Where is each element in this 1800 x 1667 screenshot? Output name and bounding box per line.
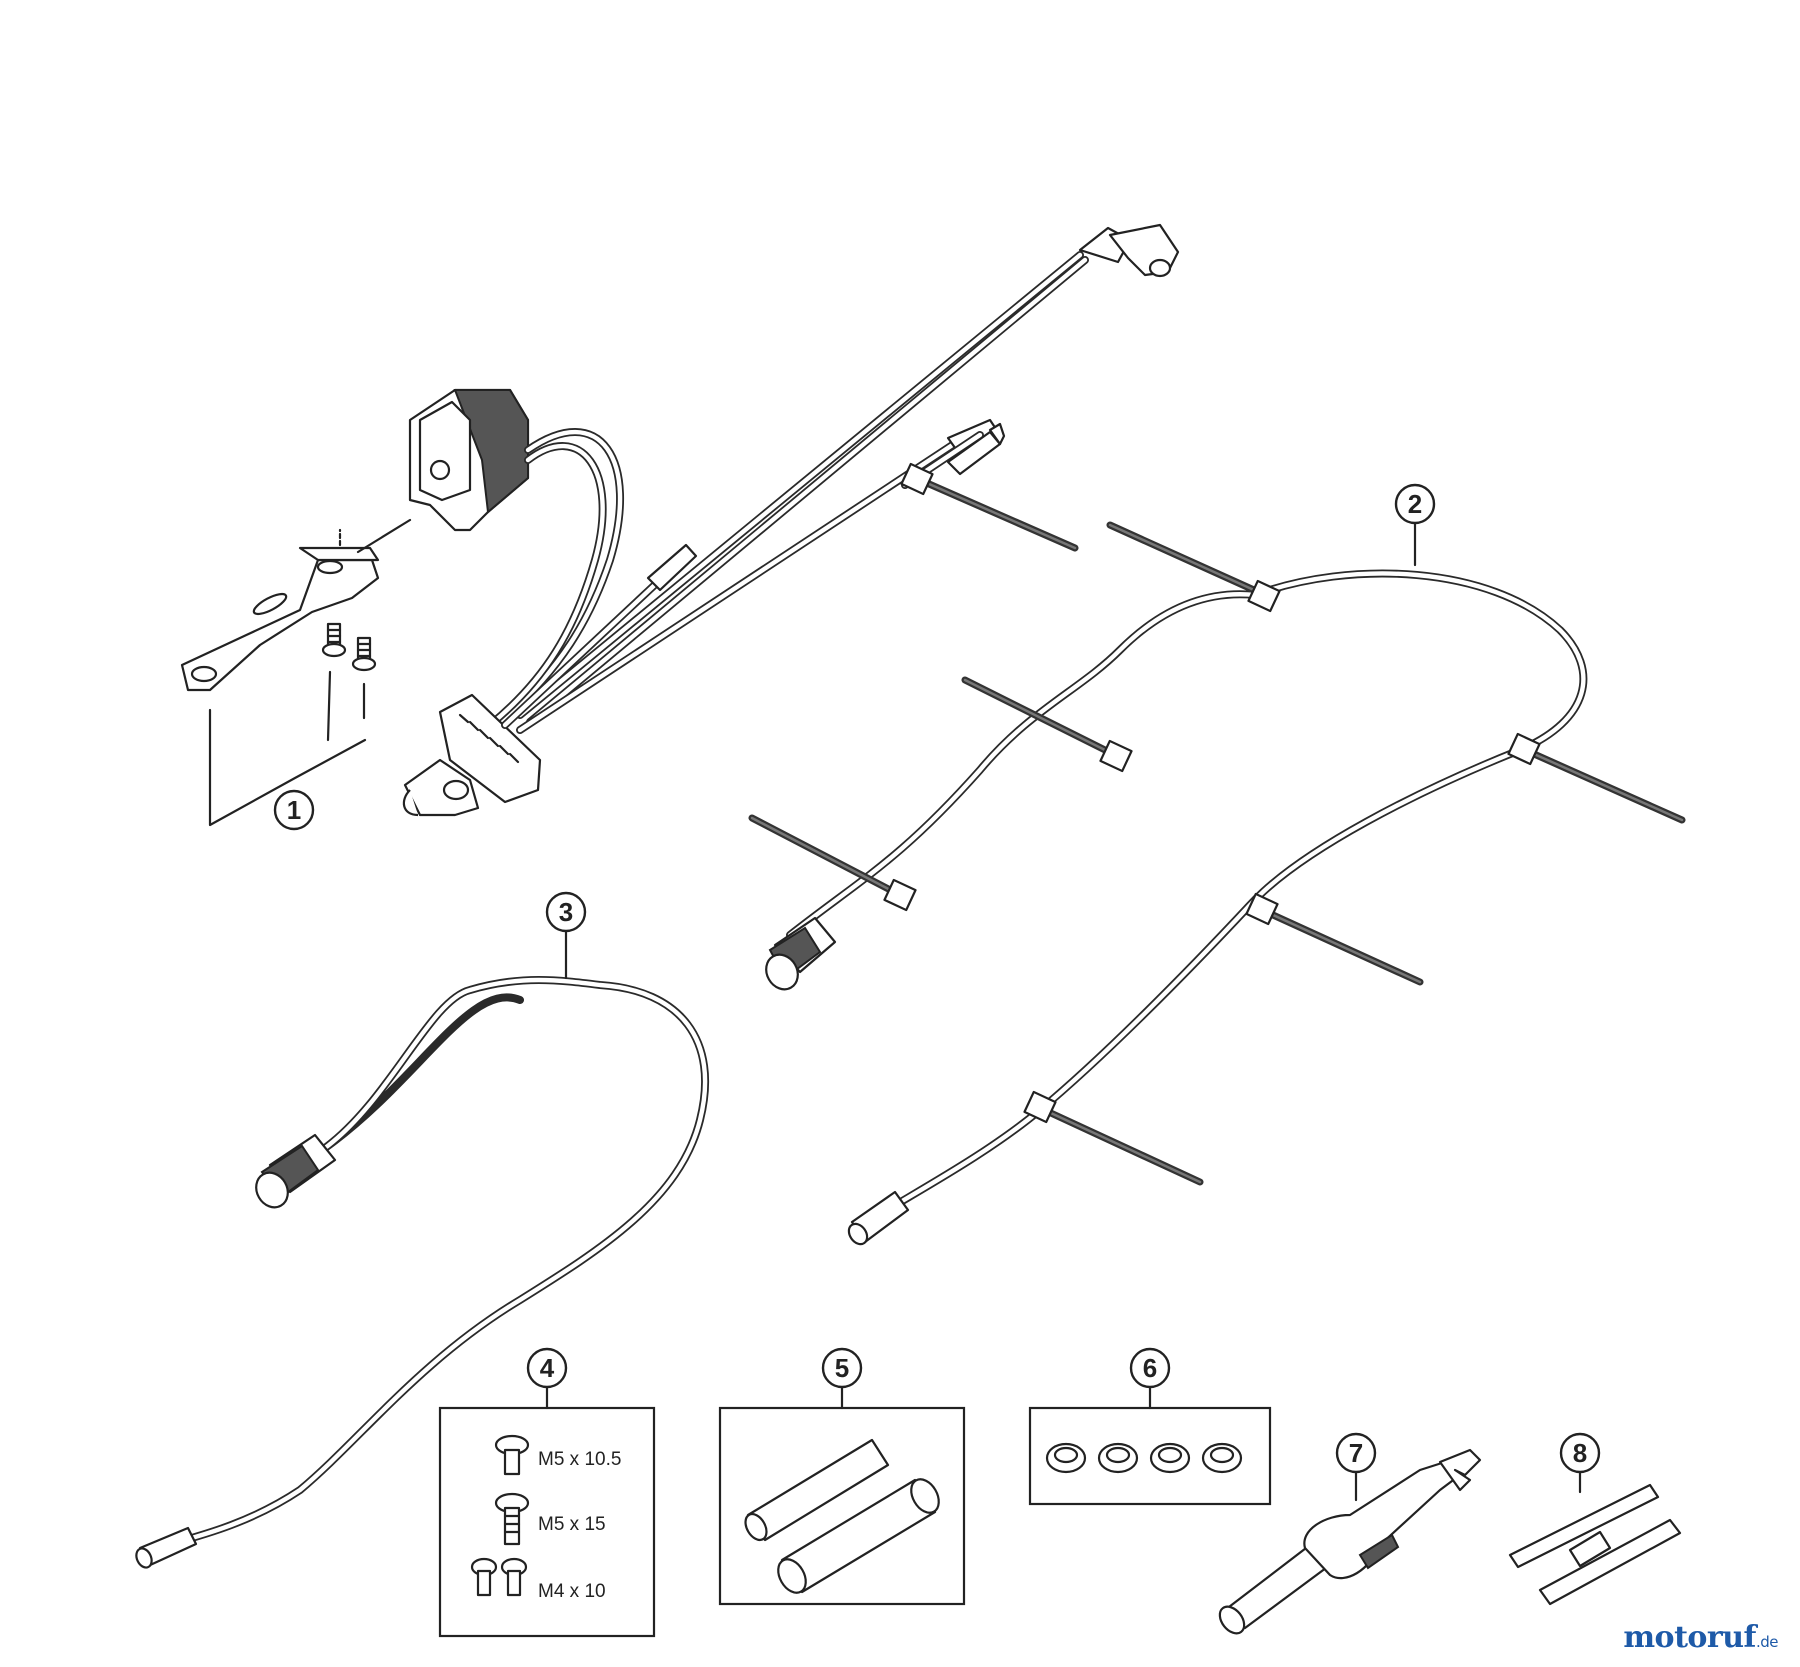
junction-unit — [402, 388, 625, 817]
bolt-spec-2: M5 x 15 — [538, 1514, 606, 1535]
bracket-screw — [351, 636, 377, 672]
harness-plug-upper — [946, 422, 1006, 476]
part-3-cable — [135, 976, 710, 1569]
part-2-wire-harness — [748, 422, 1686, 1246]
svg-text:2: 2 — [1408, 489, 1422, 519]
grommet-icon — [1149, 1442, 1191, 1474]
bolt-spec-1: M5 x 10.5 — [538, 1449, 621, 1470]
part-7-plug-tool — [1218, 1448, 1482, 1635]
svg-text:5: 5 — [835, 1353, 849, 1383]
bolt-icon — [470, 1557, 528, 1597]
part-4-bolt-kit: M5 x 10.5 M5 x 15 M4 x 10 — [438, 1386, 656, 1638]
grommet-icon — [1097, 1442, 1139, 1474]
svg-text:1: 1 — [287, 795, 301, 825]
bolt-spec-3: M4 x 10 — [538, 1581, 606, 1602]
part-5-shrink-tubes — [718, 1386, 966, 1606]
callout-6: 6 — [1129, 1347, 1171, 1389]
part-1-mount-bracket — [180, 518, 412, 827]
bracket-screw — [321, 622, 347, 658]
callout-7: 7 — [1335, 1432, 1377, 1474]
watermark-logo: motoruf.de — [1623, 1620, 1778, 1655]
part-6-grommets — [1028, 1386, 1272, 1506]
cable-tie — [1106, 521, 1281, 613]
bolt-icon — [494, 1492, 530, 1546]
svg-text:7: 7 — [1349, 1438, 1363, 1468]
cable-3-plug — [255, 1133, 337, 1209]
callout-3: 3 — [545, 891, 587, 980]
grommet-icon — [1045, 1442, 1087, 1474]
long-cable — [516, 223, 1180, 726]
grommet-icon — [1201, 1442, 1243, 1474]
cable-tie — [1245, 892, 1424, 986]
svg-text:4: 4 — [540, 1353, 555, 1383]
callout-2: 2 — [1394, 483, 1436, 567]
bolt-icon — [494, 1434, 530, 1476]
mid-cable-a — [501, 543, 698, 729]
harness-plug-end — [847, 1190, 910, 1246]
tube-icon — [744, 1438, 890, 1542]
svg-text:8: 8 — [1573, 1438, 1587, 1468]
callout-5: 5 — [821, 1347, 863, 1389]
callout-1: 1 — [273, 789, 315, 831]
cable-tie — [1023, 1090, 1204, 1186]
cable-tie — [961, 676, 1133, 773]
tube-icon — [777, 1478, 940, 1594]
cable-tie — [1507, 732, 1686, 824]
svg-text:3: 3 — [559, 897, 573, 927]
watermark-suffix: .de — [1755, 1633, 1779, 1651]
watermark-main: motoruf — [1623, 1620, 1756, 1655]
svg-text:6: 6 — [1143, 1353, 1157, 1383]
cable-3-end — [135, 1526, 198, 1569]
part-8-release-tool — [1508, 1470, 1682, 1606]
harness-plug-left — [765, 916, 837, 991]
callout-8: 8 — [1559, 1432, 1601, 1474]
callout-4: 4 — [526, 1347, 568, 1389]
cable-tie — [748, 814, 917, 912]
cable-tie — [900, 462, 1079, 552]
